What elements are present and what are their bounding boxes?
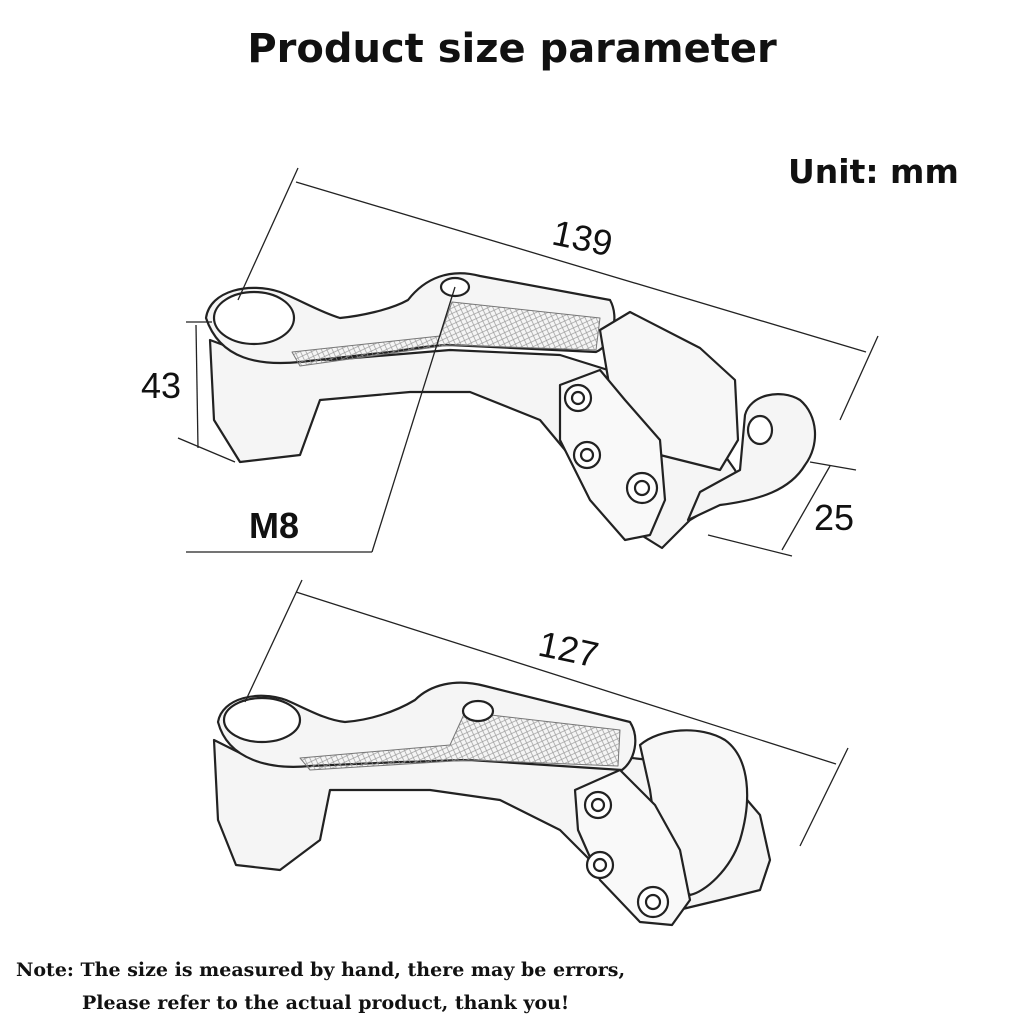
bore-hole — [212, 290, 296, 346]
height-label: 43 — [141, 365, 181, 406]
bracket-side-view — [204, 272, 817, 550]
hook-part — [686, 393, 817, 522]
thread-label: M8 — [249, 505, 299, 546]
page-title: Product size parameter — [247, 26, 777, 72]
bore-hole-2 — [222, 696, 302, 744]
knurl-band-2 — [299, 711, 621, 771]
hook-hole — [746, 414, 774, 446]
note-line-1: Note: The size is measured by hand, ther… — [16, 959, 626, 981]
dimension-lines-top — [177, 167, 879, 557]
dimension-lines-bottom — [244, 579, 849, 847]
note-line-2: Please refer to the actual product, than… — [82, 992, 570, 1014]
disclaimer-note: Note: The size is measured by hand, ther… — [16, 954, 1016, 1020]
hook-width-label: 25 — [814, 497, 854, 538]
m8-hole-2 — [461, 699, 495, 723]
bottom-length-label: 127 — [535, 623, 602, 676]
bracket-perspective-view — [212, 681, 772, 927]
unit-label: Unit: mm — [788, 152, 959, 191]
top-length-label: 139 — [549, 212, 616, 265]
